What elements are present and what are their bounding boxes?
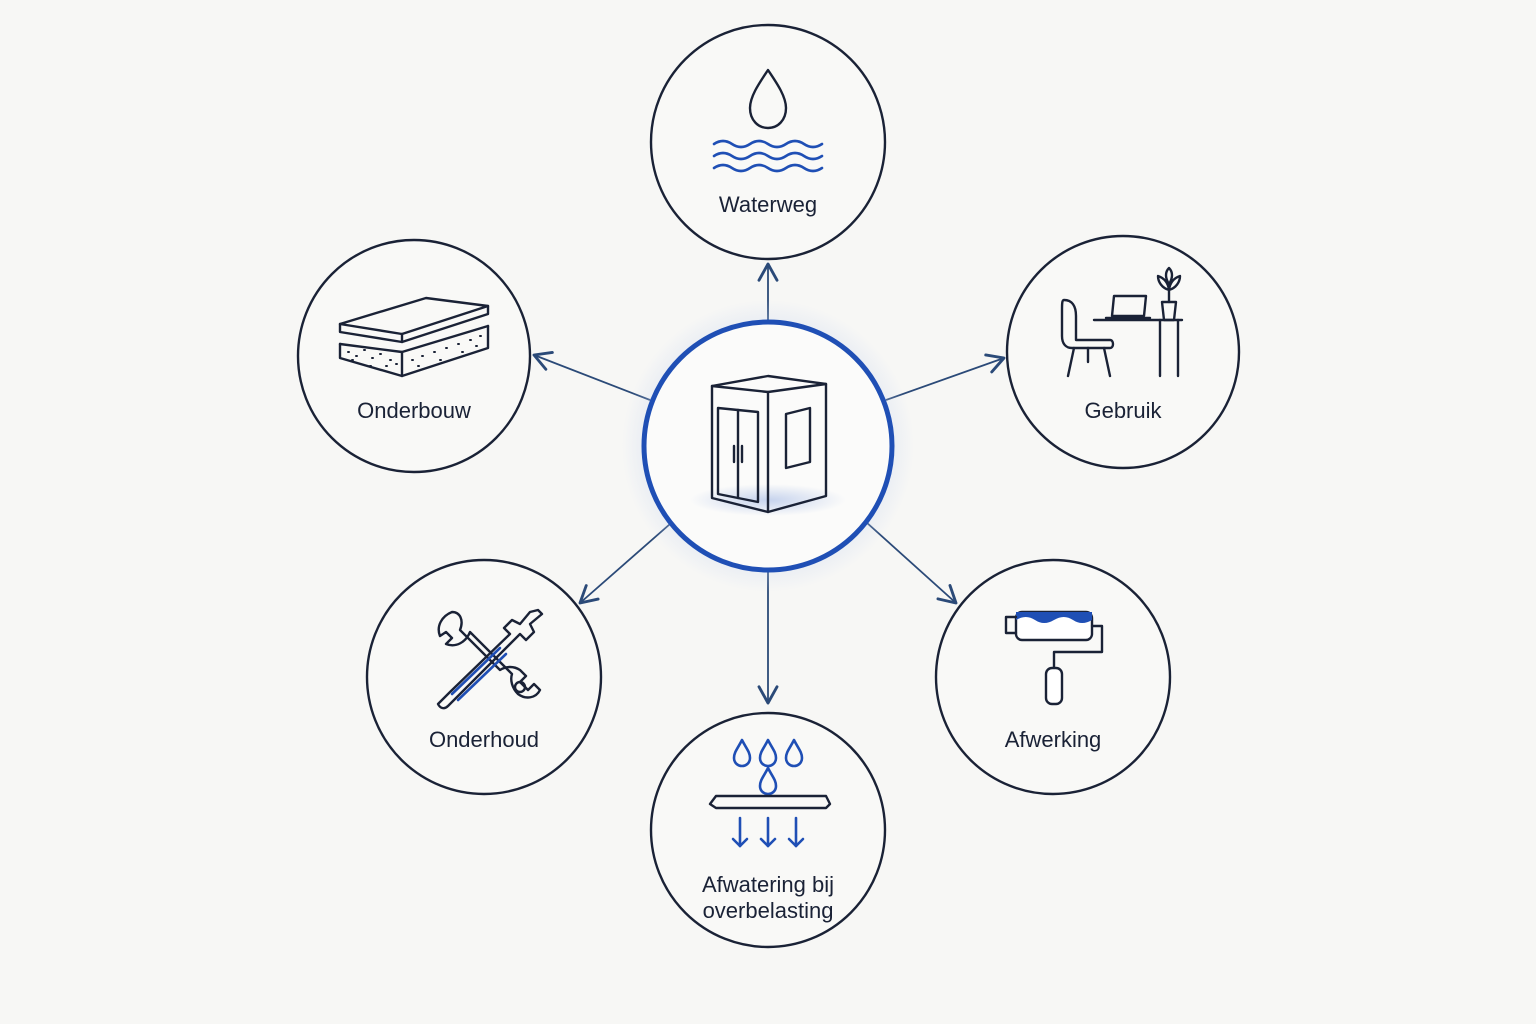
node-label: Afwerking	[1005, 727, 1102, 752]
wrench-screwdriver-icon	[436, 608, 544, 710]
node-gebruik[interactable]: Gebruik	[1005, 234, 1241, 470]
drainage-drops-arrows-icon	[708, 738, 832, 848]
node-label: Onderhoud	[429, 727, 539, 752]
node-afwatering[interactable]: Afwatering bij overbelasting	[649, 711, 887, 949]
center-hub[interactable]	[622, 300, 914, 592]
water-drop-waves-icon	[712, 68, 824, 173]
node-label: Onderbouw	[357, 398, 471, 423]
node-ring	[1005, 234, 1241, 470]
cabin-icon	[690, 374, 846, 516]
node-ring	[365, 558, 603, 796]
node-label: Gebruik	[1084, 398, 1162, 423]
node-onderbouw[interactable]: Onderbouw	[296, 238, 532, 474]
node-onderhoud[interactable]: Onderhoud	[365, 558, 603, 796]
node-afwerking[interactable]: Afwerking	[934, 558, 1172, 796]
node-waterweg[interactable]: Waterweg	[649, 23, 887, 261]
connector-gebruik	[885, 353, 1006, 401]
layered-slabs-icon	[338, 296, 490, 378]
node-label-line2: overbelasting	[703, 898, 834, 923]
paint-roller-icon	[1004, 610, 1104, 706]
node-label-line1: Afwatering bij	[702, 872, 834, 897]
node-label: Waterweg	[719, 192, 817, 217]
node-ring	[649, 23, 887, 261]
node-ring	[296, 238, 532, 474]
connector-onderbouw	[532, 351, 651, 401]
desk-chair-laptop-plant-icon	[1060, 266, 1184, 378]
